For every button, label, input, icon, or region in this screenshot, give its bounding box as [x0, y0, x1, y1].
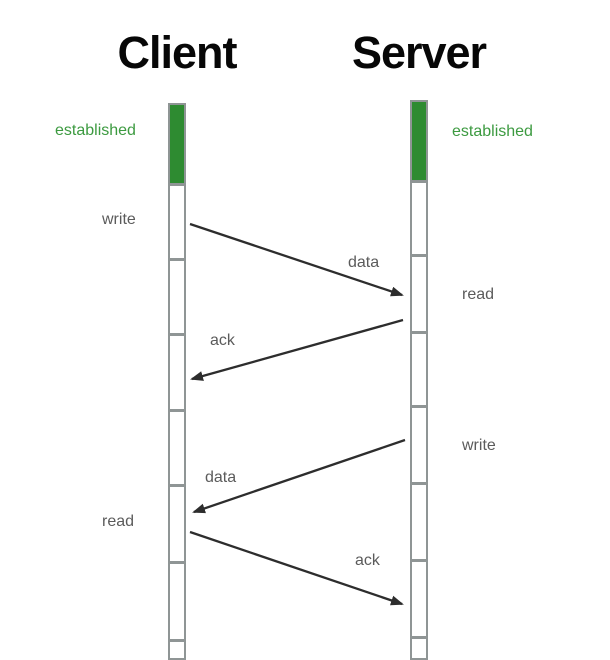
- lifeline-segment-divider: [412, 254, 426, 257]
- data-message-label-2: data: [205, 469, 237, 486]
- server-write-label: write: [462, 437, 496, 454]
- lifeline-segment-divider: [170, 333, 184, 336]
- server-title: Server: [351, 27, 487, 78]
- ack-message-label-1: ack: [210, 332, 235, 349]
- lifeline-segment-divider: [170, 484, 184, 487]
- lifeline-segment-divider: [170, 258, 184, 261]
- lifeline-segment-divider: [170, 183, 184, 186]
- client-established-label: established: [55, 122, 136, 139]
- lifeline-segment-divider: [412, 405, 426, 408]
- server-established-label: established: [452, 123, 533, 140]
- client-title: Client: [117, 27, 237, 78]
- client-write-label: write: [102, 211, 136, 228]
- server-read-label: read: [462, 286, 495, 303]
- lifeline-segment-divider: [412, 180, 426, 183]
- lifeline-segment-divider: [170, 639, 184, 642]
- ack-message-label-2: ack: [355, 552, 380, 569]
- lifeline-segment-divider: [412, 559, 426, 562]
- server-established-segment: [412, 102, 426, 180]
- data-message-label-1: data: [348, 254, 380, 271]
- lifeline-segment-divider: [170, 561, 184, 564]
- lifeline-segment-divider: [412, 636, 426, 639]
- lifeline-segment-divider: [170, 409, 184, 412]
- lifeline-segment-divider: [412, 331, 426, 334]
- server-lifeline: [410, 100, 428, 660]
- client-lifeline: [168, 103, 186, 660]
- client-established-segment: [170, 105, 184, 183]
- client-read-label: read: [102, 513, 135, 530]
- lifeline-segment-divider: [412, 482, 426, 485]
